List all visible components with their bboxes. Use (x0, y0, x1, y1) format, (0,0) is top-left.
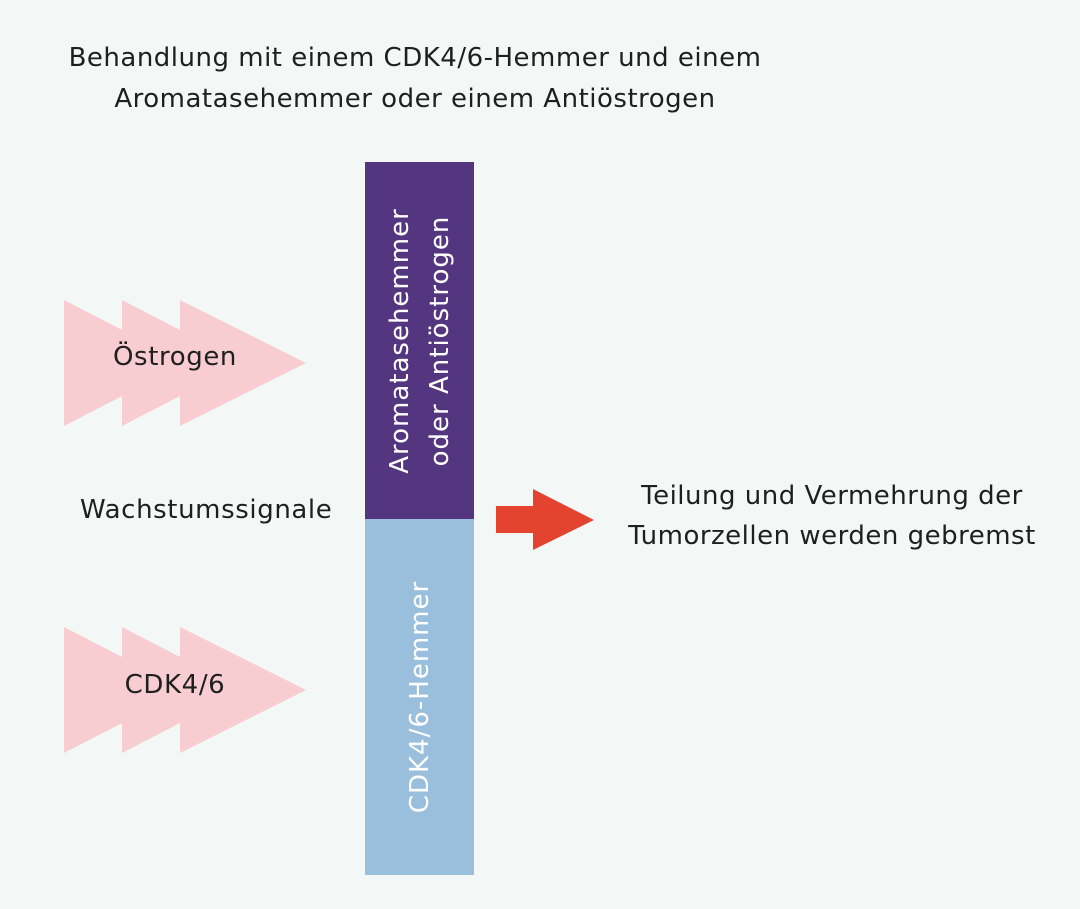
aromatase-inhibitor-label: Aromatasehemmer oder Antiöstrogen (380, 208, 460, 474)
result-text: Teilung und Vermehrung der Tumorzellen w… (602, 476, 1062, 556)
aromatase-line-2: oder Antiöstrogen (424, 215, 455, 466)
result-arrow-icon (496, 489, 594, 550)
cdk-chevron-arrow (64, 627, 306, 753)
chevron-front (180, 300, 306, 426)
estrogen-chevron-arrow (64, 300, 306, 426)
chevron-front (180, 627, 306, 753)
aromatase-inhibitor-bar: Aromatasehemmer oder Antiöstrogen (365, 162, 474, 519)
title-line-1: Behandlung mit einem CDK4/6-Hemmer und e… (68, 43, 762, 73)
cdk-inhibitor-bar: CDK4/6-Hemmer (365, 519, 474, 875)
cdk-inhibitor-label: CDK4/6-Hemmer (400, 581, 440, 813)
title-line-2: Aromatasehemmer oder einem Antiöstrogen (114, 84, 716, 114)
result-line-2: Tumorzellen werden gebremst (628, 521, 1036, 551)
result-arrow-shape (496, 489, 594, 550)
diagram-title: Behandlung mit einem CDK4/6-Hemmer und e… (40, 38, 790, 120)
estrogen-label: Östrogen (112, 342, 237, 372)
cdk-inhibitor-text: CDK4/6-Hemmer (404, 580, 435, 814)
growth-signals-label: Wachstumssignale (80, 495, 333, 525)
cdk-label: CDK4/6 (124, 670, 226, 700)
aromatase-line-1: Aromatasehemmer (384, 207, 415, 474)
result-line-1: Teilung und Vermehrung der (641, 481, 1023, 511)
